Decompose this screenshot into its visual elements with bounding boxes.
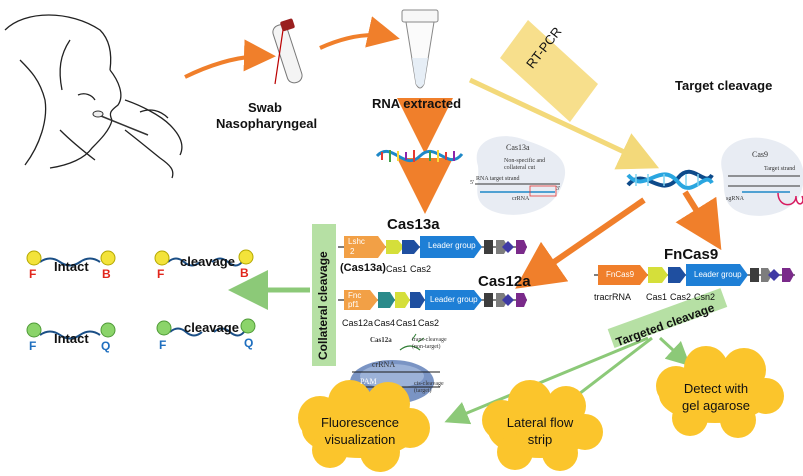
arrow-rtpcr-to-dna bbox=[468, 77, 660, 170]
target-cleavage-label: Target cleavage bbox=[675, 78, 773, 93]
cloud-lateral-flow bbox=[482, 380, 603, 471]
cas13a-complex-illustration bbox=[475, 136, 566, 215]
cas13a-complex-note2: collateral cut bbox=[504, 165, 536, 171]
cas9-complex-illustration bbox=[721, 137, 803, 216]
label-cas12a-cas4: Cas4 bbox=[374, 318, 396, 328]
cas12a-pam: PAM bbox=[360, 377, 377, 386]
reporter-intact-fb bbox=[26, 250, 116, 267]
cas13a-3prime: 3' bbox=[556, 186, 561, 192]
label-cas12a-cas1: Cas1 bbox=[396, 318, 418, 328]
cas12a-gene-array bbox=[338, 290, 527, 310]
cas13a-crrna: crRNA bbox=[512, 196, 530, 202]
reporter-fb-f: F bbox=[29, 267, 37, 281]
label-cas13a-gene: (Cas13a) bbox=[340, 262, 386, 274]
reporter-fq-q: Q bbox=[101, 339, 111, 353]
reporter-intact-fb-label: Intact bbox=[54, 259, 89, 274]
reporter-intact-fq bbox=[26, 322, 116, 340]
arrow-tube-to-rna bbox=[319, 16, 400, 50]
cloud-fluorescence bbox=[298, 380, 430, 472]
gel-line2: gel agarose bbox=[682, 398, 750, 413]
lateral-flow-line1: Lateral flow bbox=[506, 415, 574, 430]
reporter-cleaved-fb-f: F bbox=[157, 267, 165, 281]
swab-tube-icon bbox=[272, 18, 303, 85]
nasopharyngeal-label: Nasopharyngeal bbox=[216, 116, 318, 131]
reporter-intact-fq-label: Intact bbox=[54, 331, 89, 346]
cas12a-cis1: cis-cleavage bbox=[414, 381, 444, 387]
cas13a-title: Cas13a bbox=[387, 216, 440, 233]
cas9-complex-title: Cas9 bbox=[752, 150, 768, 159]
cas12a-complex-title: Cas12a bbox=[370, 336, 392, 344]
reporter-fq-f: F bbox=[29, 339, 37, 353]
swab-label: Swab bbox=[248, 100, 282, 115]
gene-cas12a-leader: Leader group bbox=[430, 295, 478, 304]
fncas9-title: FnCas9 bbox=[664, 246, 719, 263]
cas12a-title: Cas12a bbox=[478, 273, 531, 290]
rna-tube-icon bbox=[401, 9, 439, 89]
swab-stick bbox=[92, 110, 149, 136]
label-cas12a-gene: Cas12a bbox=[342, 318, 374, 328]
gene-fncas9: FnCas9 bbox=[606, 270, 635, 279]
cas13a-rna-target: RNA target strand bbox=[476, 176, 520, 182]
rna-extracted-label: RNA extracted bbox=[372, 96, 462, 111]
gel-line1: Detect with bbox=[683, 381, 749, 396]
gene-fnc-line1: Fnc bbox=[348, 291, 362, 300]
targeted-cleavage-box bbox=[607, 288, 728, 348]
collateral-cleavage-box bbox=[312, 224, 336, 366]
gene-lshc2-line2: 2 bbox=[350, 247, 355, 256]
cloud-gel bbox=[656, 346, 784, 438]
arrow-dna-to-fncas9 bbox=[675, 190, 722, 251]
cas13a-complex-note1: Non-specific and bbox=[504, 158, 546, 164]
rna-strand-icon bbox=[375, 149, 464, 163]
fncas9-gene-array bbox=[594, 264, 795, 286]
cas12a-trans2: (non-target) bbox=[412, 344, 441, 350]
reporter-cleavage-fq-label: cleavage bbox=[184, 320, 239, 335]
cas12a-cis2: (target) bbox=[414, 388, 432, 394]
dna-helix-icon bbox=[626, 169, 714, 190]
fluorescence-line1: Fluorescence bbox=[320, 415, 400, 430]
reporter-cleaved-fb-b: B bbox=[240, 266, 249, 280]
gene-fncas9-leader: Leader group bbox=[694, 270, 742, 279]
arrow-face-to-tube bbox=[184, 39, 276, 79]
rt-pcr-band bbox=[500, 20, 598, 122]
cas13a-complex-title: Cas13a bbox=[506, 143, 530, 152]
gene-cas13a-leader: Leader group bbox=[428, 241, 476, 250]
lateral-flow-line2: strip bbox=[527, 432, 553, 447]
collateral-cleavage-label: Collateral cleavage bbox=[316, 251, 330, 360]
arrow-dna-to-cas12a bbox=[515, 197, 646, 289]
reporter-fb-b: B bbox=[102, 267, 111, 281]
reporter-cleaved-fq-q: Q bbox=[244, 336, 254, 350]
lateral-flow-text: Lateral flow strip bbox=[494, 414, 586, 448]
fluorescence-text: Fluorescence visualization bbox=[310, 414, 410, 448]
gene-fnc-line2: pf1 bbox=[348, 300, 360, 309]
cas12a-trans1: trans-cleavage bbox=[412, 337, 447, 343]
label-fncas9-csn2: Csn2 bbox=[694, 292, 716, 302]
patient-face-sketch bbox=[4, 14, 183, 179]
reporter-cleaved-fq-f: F bbox=[159, 338, 167, 352]
cas9-sgrna: sgRNA bbox=[726, 196, 745, 202]
fluorescence-line2: visualization bbox=[324, 432, 396, 447]
cas12a-crrna: crRNA bbox=[372, 360, 396, 369]
gene-lshc2-line1: Lshc bbox=[348, 237, 365, 246]
reporter-cleaved-fq bbox=[156, 318, 256, 337]
cas13a-gene-array bbox=[338, 236, 527, 258]
label-cas13a-cas2: Cas2 bbox=[410, 264, 432, 274]
label-fncas9-cas1: Cas1 bbox=[646, 292, 668, 302]
cas13a-5prime: 5' bbox=[470, 180, 475, 186]
gel-text: Detect with gel agarose bbox=[666, 380, 766, 414]
reporter-cleavage-fb-label: cleavage bbox=[180, 254, 235, 269]
label-tracrrna: tracrRNA bbox=[594, 292, 632, 302]
label-cas12a-cas2: Cas2 bbox=[418, 318, 440, 328]
label-fncas9-cas2: Cas2 bbox=[670, 292, 692, 302]
label-cas13a-cas1: Cas1 bbox=[386, 264, 408, 274]
cas9-target: Target strand bbox=[764, 166, 796, 172]
reporter-cleaved-fb bbox=[154, 249, 254, 267]
